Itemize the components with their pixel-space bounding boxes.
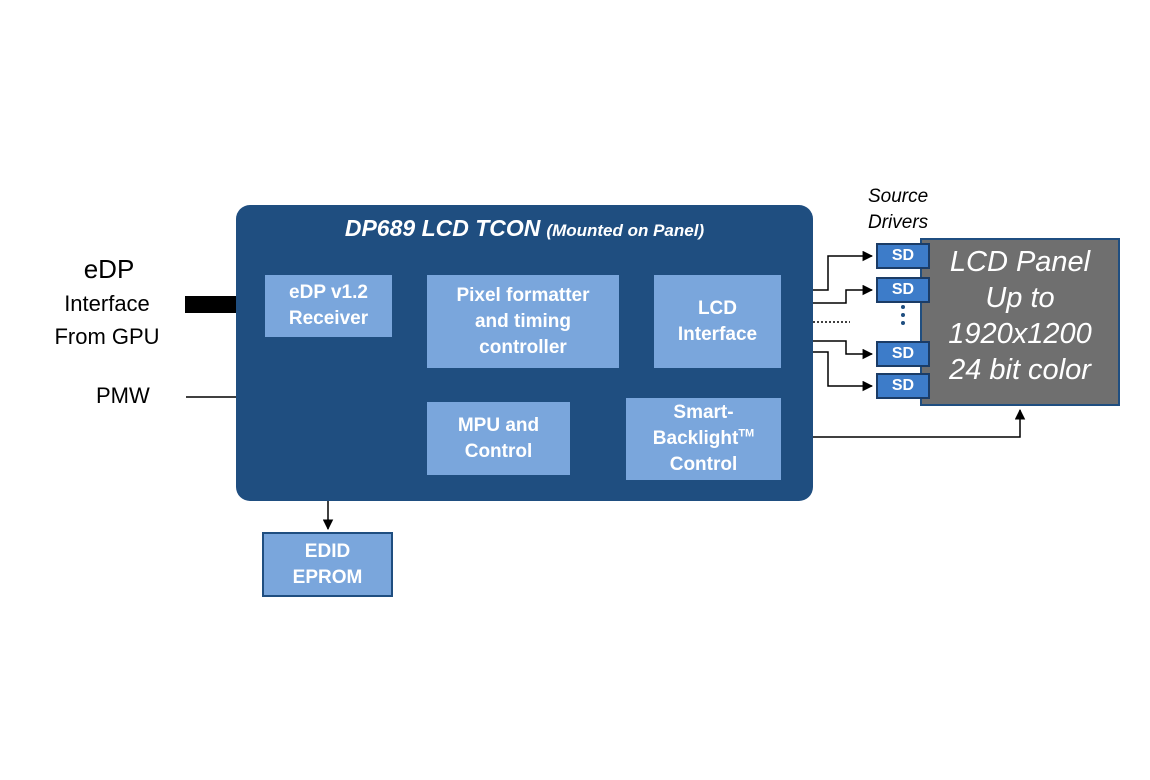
trademark-mark: TM <box>738 427 755 440</box>
tcon-title-main: DP689 LCD TCON <box>344 215 541 241</box>
mpu-control-block: MPU and Control <box>427 402 570 475</box>
source-driver-1: SD <box>876 243 930 269</box>
edp-receiver-block: eDP v1.2 Receiver <box>265 275 392 337</box>
edid-eprom-block: EDID EPROM <box>262 532 393 597</box>
smart-backlight-block: Smart- BacklightTM Control <box>626 398 781 480</box>
backlight-line1: Smart- <box>673 402 734 423</box>
source-driver-2: SD <box>876 277 930 303</box>
edp-title: eDP <box>83 254 135 284</box>
edp-from-gpu-label: From GPU <box>54 324 160 349</box>
panel-line-4: 24 bit color <box>949 354 1091 386</box>
panel-line-1: LCD Panel <box>949 246 1091 278</box>
source-drivers-label-1: Source <box>868 186 929 207</box>
panel-line-3: 1920x1200 <box>948 318 1092 350</box>
edp-interface-label: Interface <box>64 291 150 316</box>
backlight-line3: Control <box>669 454 738 475</box>
tcon-title-sub: (Mounted on Panel) <box>546 221 705 240</box>
pixel-formatter-block: Pixel formatter and timing controller <box>427 275 619 368</box>
source-driver-4: SD <box>876 373 930 399</box>
source-driver-3: SD <box>876 341 930 367</box>
lcd-panel: LCD Panel Up to 1920x1200 24 bit color <box>920 238 1120 406</box>
tcon-title: DP689 LCD TCON (Mounted on Panel) <box>236 215 813 242</box>
lcd-interface-block: LCD Interface <box>654 275 781 368</box>
source-drivers-label-2: Drivers <box>868 212 929 233</box>
backlight-line2: BacklightTM <box>652 427 755 449</box>
panel-line-2: Up to <box>985 282 1055 314</box>
more-drivers-ellipsis <box>899 305 907 329</box>
pwm-label: PMW <box>96 383 150 408</box>
